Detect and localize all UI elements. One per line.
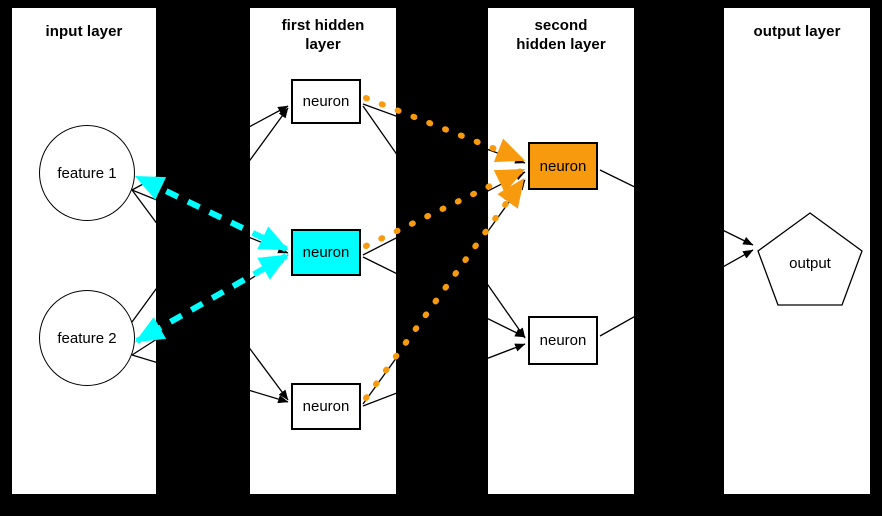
node-hidden2-neuron-bottom[interactable]: neuron [528, 316, 598, 365]
panel-title-output-line-1: output layer [753, 23, 841, 40]
node-feature-1[interactable]: feature 1 [39, 125, 135, 221]
node-output-label: output [789, 255, 831, 272]
panel-title-hidden2-line-2: hidden layer [516, 36, 606, 53]
panel-title-hidden1-line-1: first hidden [281, 17, 365, 34]
panel-title-input-layer: input layer [12, 22, 156, 41]
node-hidden2-neuron-top[interactable]: neuron [528, 142, 598, 190]
node-feature-2[interactable]: feature 2 [39, 290, 135, 386]
panel-input-layer [12, 8, 156, 494]
panel-output-layer [724, 8, 870, 494]
panel-title-input-line-1: input layer [45, 23, 123, 40]
node-hidden1-top-label: neuron [302, 93, 350, 110]
node-hidden2-bottom-label: neuron [539, 332, 587, 349]
node-feature-2-label: feature 2 [57, 329, 117, 347]
panel-title-hidden1-line-2: layer [305, 36, 341, 53]
panel-title-second-hidden-layer: second hidden layer [488, 16, 634, 54]
node-hidden1-bottom-label: neuron [302, 398, 350, 415]
node-hidden1-middle-label: neuron [302, 244, 350, 261]
node-hidden1-neuron-bottom[interactable]: neuron [291, 383, 361, 430]
panel-second-hidden-layer [488, 8, 634, 494]
node-output-label-wrap: output [758, 255, 862, 272]
node-hidden1-neuron-middle[interactable]: neuron [291, 229, 361, 276]
node-feature-1-label: feature 1 [57, 164, 117, 182]
panel-title-hidden2-line-1: second [534, 17, 588, 34]
panel-title-output-layer: output layer [724, 22, 870, 41]
node-hidden2-top-label: neuron [539, 157, 587, 175]
panel-title-first-hidden-layer: first hidden layer [250, 16, 396, 54]
node-hidden1-neuron-top[interactable]: neuron [291, 79, 361, 124]
